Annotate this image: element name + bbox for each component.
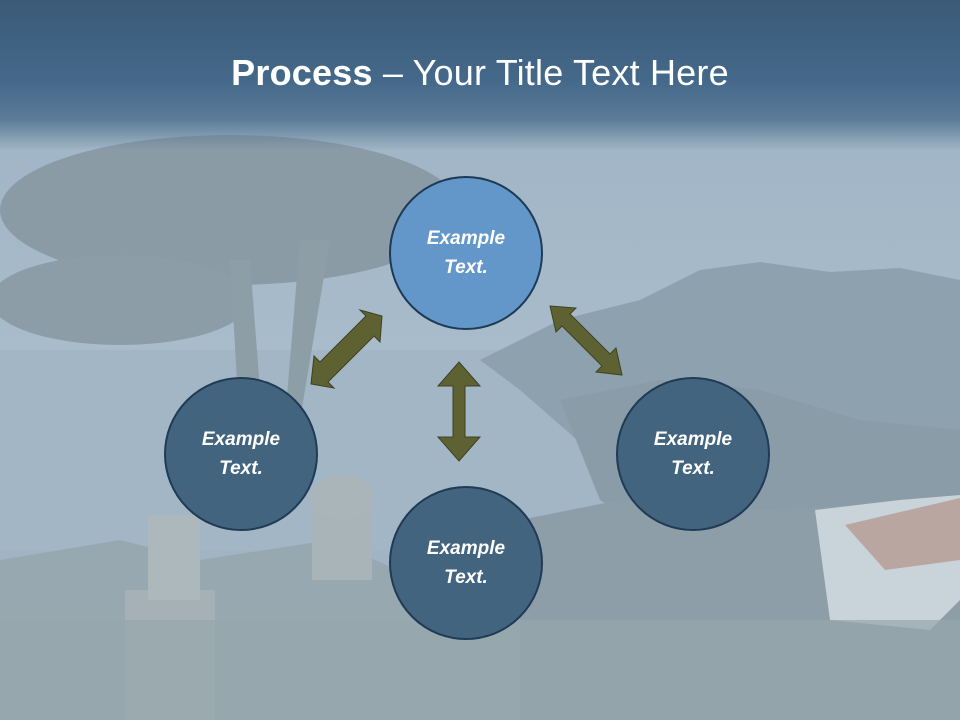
slide-title: Process – Your Title Text Here bbox=[0, 52, 960, 94]
arrow-top-right bbox=[549, 305, 623, 376]
arrow-vertical bbox=[436, 361, 482, 462]
title-bar bbox=[0, 0, 960, 150]
title-rest: – Your Title Text Here bbox=[372, 52, 729, 93]
node-right-label: Example Text. bbox=[653, 429, 733, 479]
node-bottom-label: Example Text. bbox=[426, 538, 506, 588]
node-left-label: Example Text. bbox=[201, 429, 281, 479]
arrow-top-left bbox=[310, 309, 383, 389]
process-node-right[interactable]: Example Text. bbox=[616, 377, 770, 531]
node-top-label: Example Text. bbox=[426, 228, 506, 278]
process-node-top[interactable]: Example Text. bbox=[389, 176, 543, 330]
process-node-left[interactable]: Example Text. bbox=[164, 377, 318, 531]
title-bold: Process bbox=[231, 52, 373, 93]
process-node-bottom[interactable]: Example Text. bbox=[389, 486, 543, 640]
